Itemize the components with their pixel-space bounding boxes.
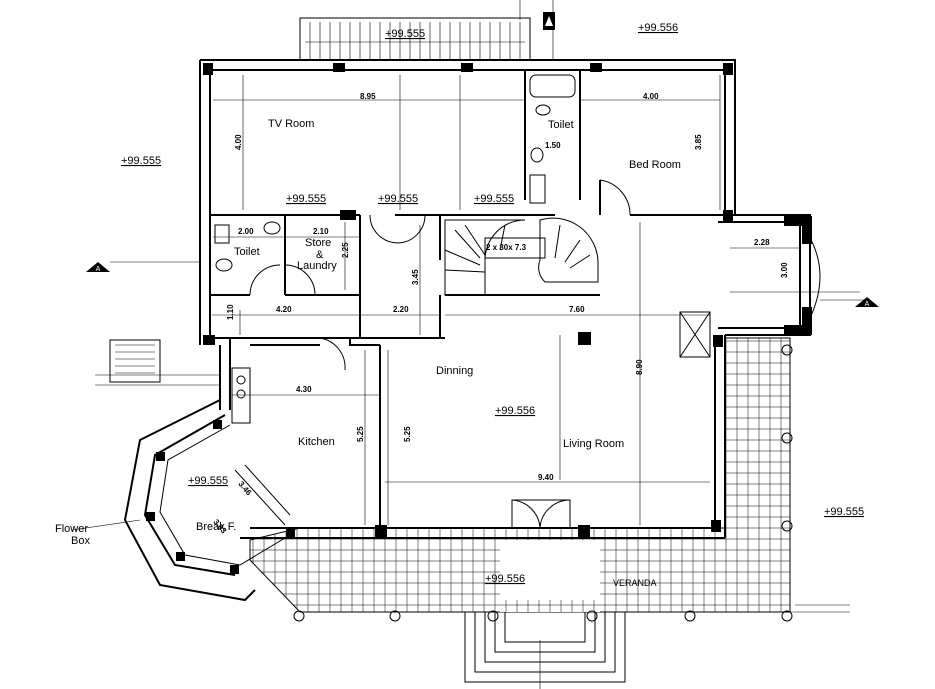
dim-2-00: 2.00 bbox=[238, 227, 254, 236]
toilet-left-label: Toilet bbox=[234, 246, 260, 258]
dim-4-00-bed: 4.00 bbox=[643, 92, 659, 101]
dinning-label: Dinning bbox=[436, 365, 473, 377]
dim-5-25-b: 5.25 bbox=[403, 426, 412, 442]
flower-box-label-2: Box bbox=[71, 535, 90, 547]
level-marks: +99.555 +99.556 +99.555 +99.555 +99.555 … bbox=[121, 22, 864, 585]
dim-8-90: 8.90 bbox=[635, 359, 644, 375]
spiral-staircase bbox=[444, 217, 599, 296]
flower-box-label-1: Flower bbox=[55, 523, 88, 535]
dim-2-25: 2.25 bbox=[341, 242, 350, 258]
north-arrow-icon bbox=[543, 12, 555, 30]
toilet-top-label: Toilet bbox=[548, 119, 574, 131]
detail-lines bbox=[95, 0, 870, 689]
level-top-stair: +99.555 bbox=[385, 28, 425, 40]
structural-columns bbox=[203, 63, 812, 537]
dim-3-00: 3.00 bbox=[780, 262, 789, 278]
dimension-labels: 8.95 4.00 4.00 3.85 1.50 2.00 2.10 2.25 … bbox=[211, 92, 789, 536]
level-tv-1: +99.555 bbox=[286, 193, 326, 205]
dim-4-30: 4.30 bbox=[296, 385, 312, 394]
dim-5-25-a: 5.25 bbox=[356, 426, 365, 442]
dim-2-28: 2.28 bbox=[754, 238, 770, 247]
level-top-right: +99.556 bbox=[638, 22, 678, 34]
laundry-label: Laundry bbox=[297, 260, 337, 272]
dim-7-60: 7.60 bbox=[569, 305, 585, 314]
bed-room-label: Bed Room bbox=[629, 159, 681, 171]
kitchen-label: Kitchen bbox=[298, 436, 335, 448]
side-steps bbox=[109, 339, 161, 383]
veranda-floor bbox=[249, 337, 791, 613]
level-tv-2: +99.555 bbox=[378, 193, 418, 205]
dim-9-40: 9.40 bbox=[538, 473, 554, 482]
dim-4-20: 4.20 bbox=[276, 305, 292, 314]
level-veranda: +99.556 bbox=[485, 573, 525, 585]
living-room-label: Living Room bbox=[563, 438, 624, 450]
top-stairs bbox=[299, 17, 531, 61]
dim-4-00-tv: 4.00 bbox=[234, 134, 243, 150]
dim-3-45: 3.45 bbox=[411, 269, 420, 285]
level-living: +99.556 bbox=[495, 405, 535, 417]
stair-dim: 2 x 30x 7.3 bbox=[486, 243, 527, 252]
dim-1-10: 1.10 bbox=[226, 304, 235, 320]
level-right: +99.555 bbox=[824, 506, 864, 518]
dim-1-50: 1.50 bbox=[545, 141, 561, 150]
veranda-label: VERANDA bbox=[613, 578, 657, 588]
section-marker-label: A bbox=[96, 266, 101, 273]
store-label: Store bbox=[305, 237, 331, 249]
doors bbox=[249, 179, 631, 529]
front-steps bbox=[464, 612, 626, 683]
veranda-pillars bbox=[293, 344, 793, 622]
exterior-walls bbox=[199, 59, 811, 539]
section-marker-left: A bbox=[86, 262, 110, 273]
dim-2-20: 2.20 bbox=[393, 305, 409, 314]
section-marker-right: A bbox=[855, 297, 879, 308]
dim-8-95: 8.95 bbox=[360, 92, 376, 101]
level-tv-3: +99.555 bbox=[474, 193, 514, 205]
break-f-label: Break F. bbox=[196, 521, 236, 533]
level-breakfast: +99.555 bbox=[188, 475, 228, 487]
dim-3-85: 3.85 bbox=[694, 134, 703, 150]
section-marker-label: A bbox=[865, 301, 870, 308]
breakfast-bay bbox=[71, 399, 295, 602]
room-labels: TV Room Toilet Bed Room Toilet Store & L… bbox=[55, 118, 681, 588]
store-amp-label: & bbox=[316, 249, 324, 261]
dim-2-10: 2.10 bbox=[313, 227, 329, 236]
tv-room-label: TV Room bbox=[268, 118, 314, 130]
sanitary-fixtures bbox=[214, 74, 821, 424]
dim-3-46: 3.46 bbox=[236, 480, 253, 498]
interior-walls bbox=[210, 70, 725, 528]
level-left: +99.555 bbox=[121, 155, 161, 167]
